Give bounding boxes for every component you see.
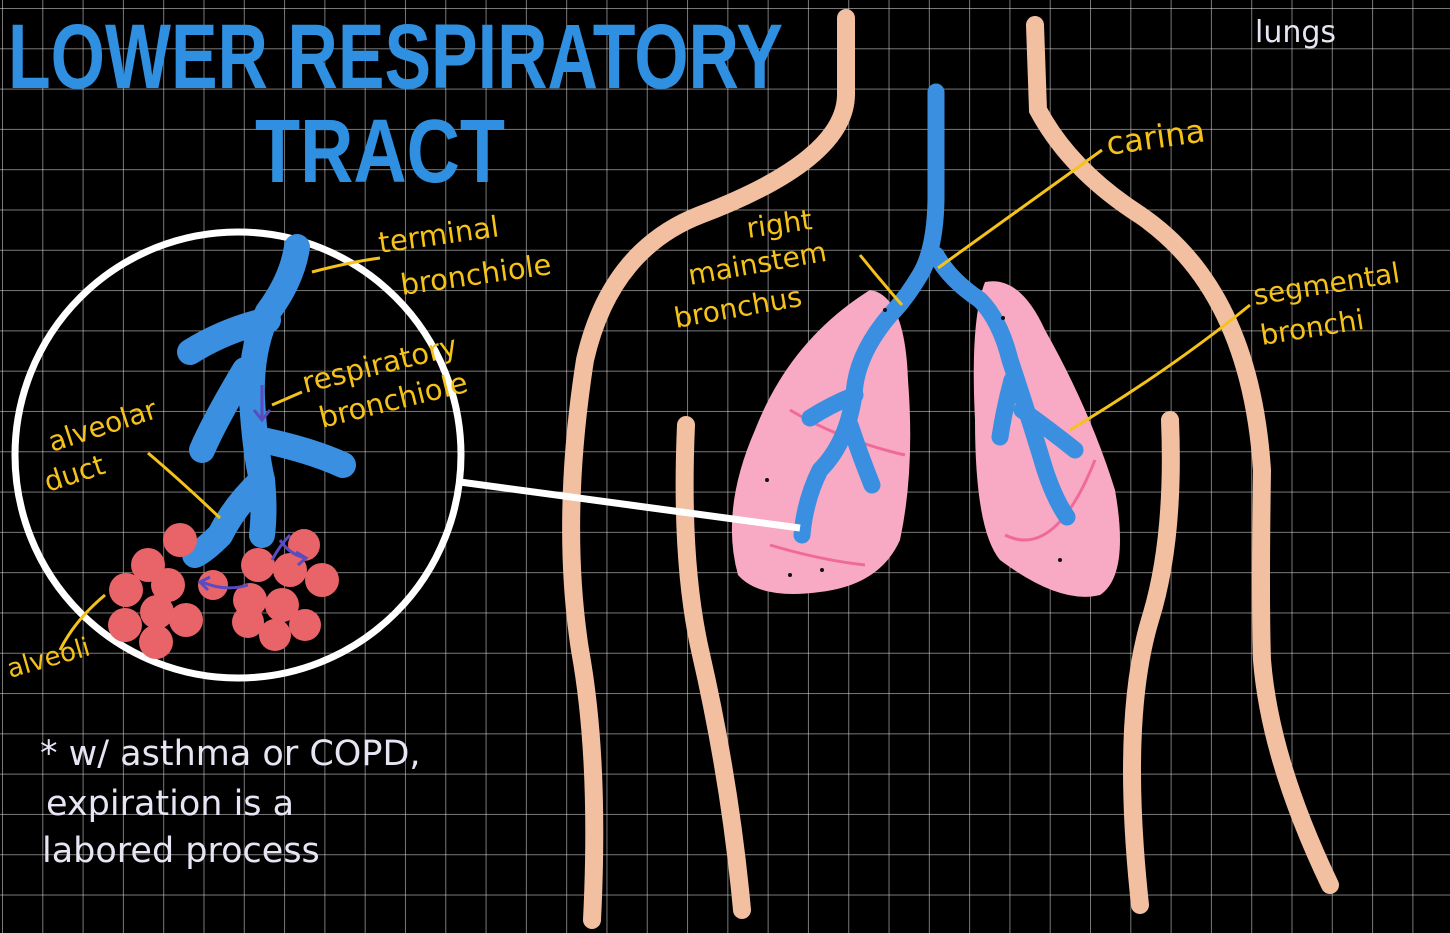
note-line-2: expiration is a	[46, 784, 294, 824]
corner-label-lungs: lungs	[1255, 15, 1336, 50]
title-line-2: TRACT	[255, 102, 505, 202]
left-arm-inner-edge	[685, 425, 742, 910]
label-segmental-bronchi: bronchi	[1258, 303, 1366, 352]
label-segmental: segmental	[1251, 256, 1402, 312]
leader-carina	[938, 150, 1102, 268]
label-carina: carina	[1104, 111, 1207, 162]
label-terminal: terminal	[376, 209, 501, 260]
right-arm-inner-edge	[1132, 420, 1171, 905]
label-alveoli: alveoli	[4, 632, 94, 684]
torso-outline	[571, 18, 1330, 920]
title-line-1: LOWER RESPIRATORY	[8, 6, 783, 108]
note-line-3: labored process	[42, 831, 320, 871]
label-terminal-bronchiole: bronchiole	[398, 247, 553, 302]
note-line-1: * w/ asthma or COPD,	[40, 734, 421, 774]
